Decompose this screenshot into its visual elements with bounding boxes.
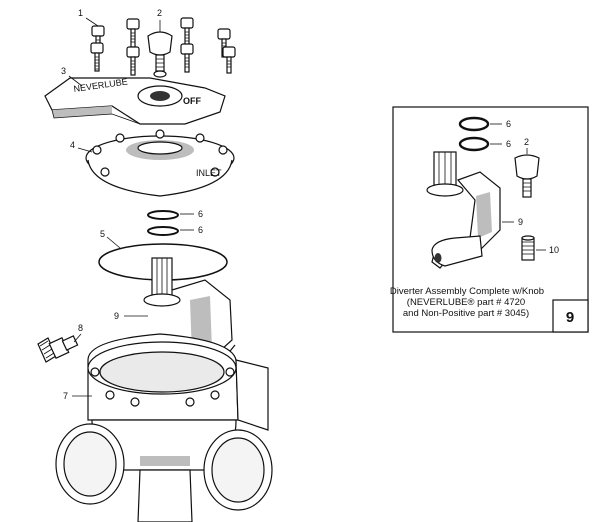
diverter-inset: 6 6 2 9 10 Diverter Assembly Complete w/… [390,106,589,333]
o-ring [147,210,179,220]
callout-6b: 6 [198,225,203,235]
screw [222,46,236,74]
inset-callout-10: 10 [549,245,559,255]
lid-marking-text: INLET [196,168,222,178]
callout-8: 8 [78,323,83,333]
inset-caption-line2: (NEVERLUBE® part # 4720 [407,297,525,308]
inset-caption-line1: Diverter Assembly Complete w/Knob [390,286,544,297]
inset-o-ring [458,136,490,152]
screw [126,18,140,48]
screw [180,43,194,73]
leader-lines [68,17,194,397]
inset-callout-2: 2 [524,137,529,147]
callout-1: 1 [78,8,83,18]
callout-9: 9 [114,311,119,321]
valve-lid: INLET [85,129,235,197]
inset-fitting [521,235,535,261]
valve-handle: NEVERLUBE OFF [44,76,226,125]
screw [90,42,104,72]
inset-knob [514,154,540,198]
figure-number-box [552,299,589,333]
check-fitting [37,335,79,363]
knob [147,31,173,78]
callout-6a: 6 [198,209,203,219]
callout-2: 2 [157,8,162,18]
screw-group [90,17,236,76]
callout-3: 3 [61,66,66,76]
inset-callout-6a: 6 [506,119,511,129]
inset-o-ring [458,116,490,132]
inset-diverter [426,151,501,269]
valve-body [55,333,273,522]
o-ring [147,226,179,236]
figure-number: 9 [566,309,574,326]
callout-7: 7 [63,391,68,401]
handle-off-marking: OFF [183,96,201,106]
inset-caption-line3: and Non-Positive part # 3045) [403,308,529,319]
callout-5: 5 [100,229,105,239]
callout-4: 4 [70,140,75,150]
inset-callout-6b: 6 [506,139,511,149]
screw [180,17,194,47]
screw [126,46,140,76]
inset-callout-9: 9 [518,217,523,227]
